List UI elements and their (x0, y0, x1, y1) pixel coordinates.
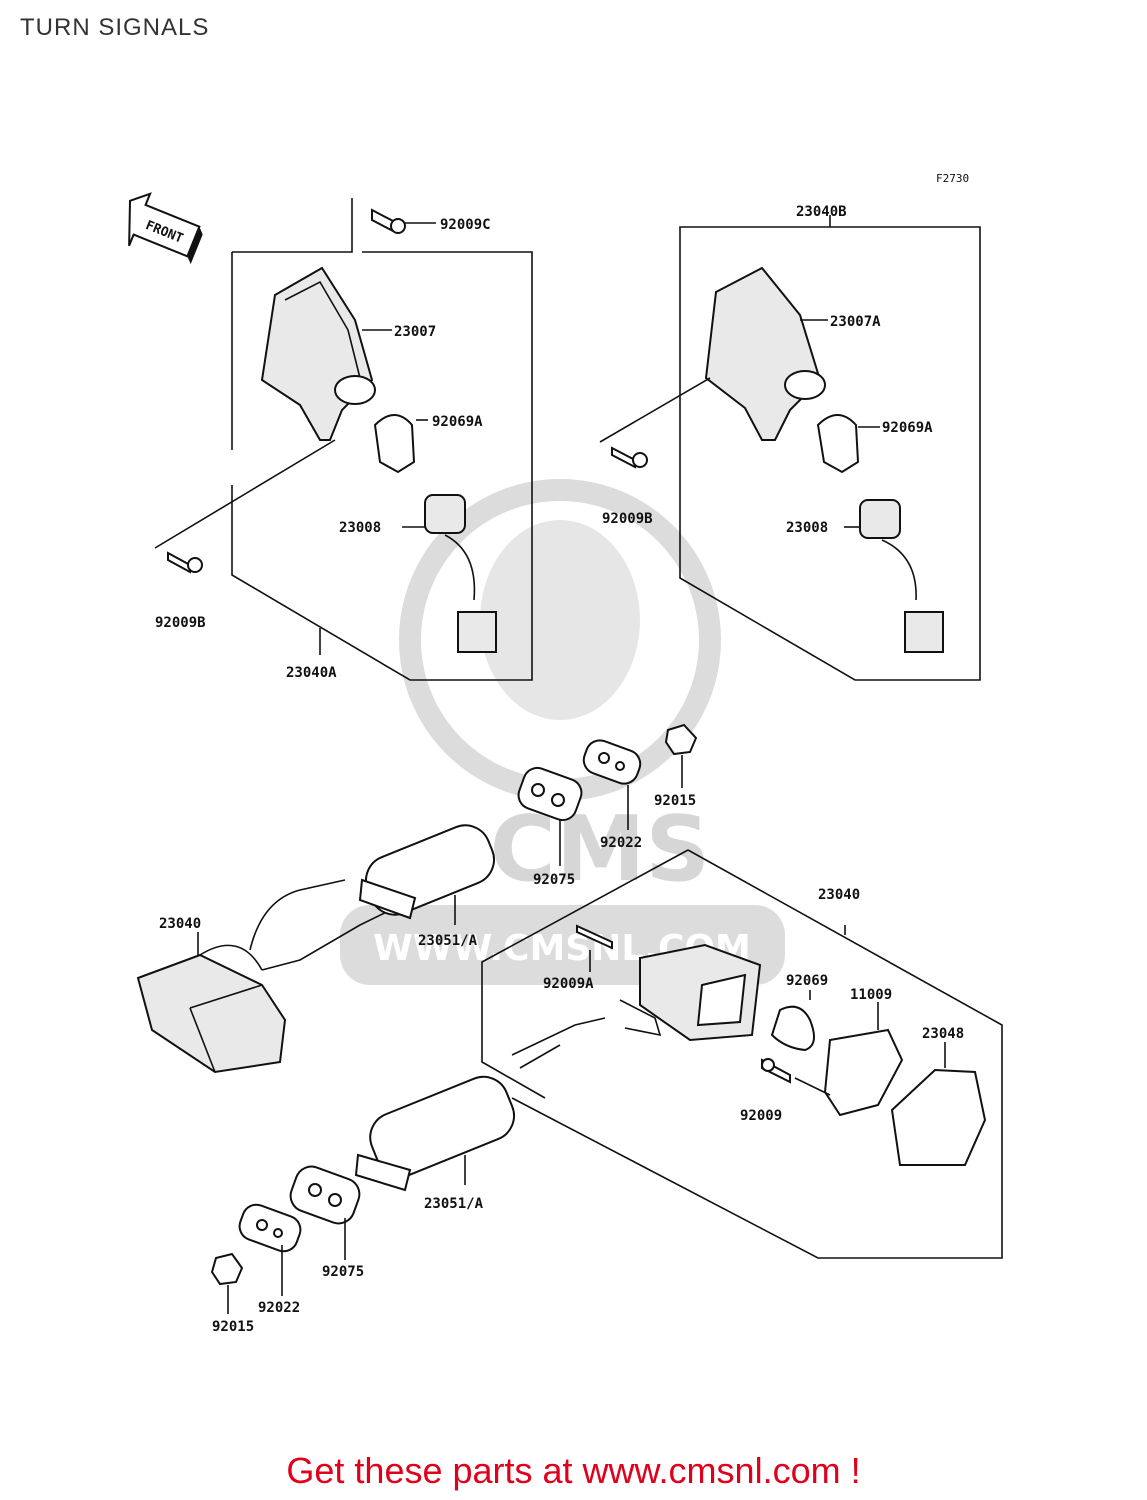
label-23008-left: 23008 (339, 520, 381, 536)
label-23040-left: 23040 (159, 916, 201, 932)
watermark-logo-text: CMS (490, 797, 710, 902)
label-92022-bottom: 92022 (258, 1300, 300, 1316)
label-92022-top: 92022 (600, 835, 642, 851)
label-92009A: 92009A (543, 976, 594, 992)
label-92009B-right: 92009B (602, 511, 653, 527)
parts-diagram: CMS WWW.CMSNL.COM F2730 FRONT (128, 172, 1003, 1335)
footer-link[interactable]: Get these parts at www.cmsnl.com ! (286, 1450, 861, 1491)
label-92009: 92009 (740, 1108, 782, 1124)
front-signal-left (136, 824, 495, 1074)
label-23007A: 23007A (830, 314, 881, 330)
label-23040-right: 23040 (818, 887, 860, 903)
assembly-23040B (599, 215, 981, 681)
front-arrow-icon: FRONT (128, 192, 203, 265)
label-92009C: 92009C (440, 217, 491, 233)
label-23040A: 23040A (286, 665, 337, 681)
spacers-top (517, 723, 698, 866)
label-23051A-top: 23051/A (418, 933, 478, 949)
figure-code: F2730 (936, 172, 969, 185)
label-92075-top: 92075 (533, 872, 575, 888)
assembly-23040A (154, 198, 533, 681)
label-92015-bottom: 92015 (212, 1319, 254, 1335)
label-23048: 23048 (922, 1026, 964, 1042)
label-92069: 92069 (786, 973, 828, 989)
label-92015-top: 92015 (654, 793, 696, 809)
label-92069A-left: 92069A (432, 414, 483, 430)
label-23008-right: 23008 (786, 520, 828, 536)
label-92009B-left: 92009B (155, 615, 206, 631)
label-23040B: 23040B (796, 204, 847, 220)
label-11009: 11009 (850, 987, 892, 1003)
label-23007: 23007 (394, 324, 436, 340)
label-23051A-bottom: 23051/A (424, 1196, 484, 1212)
front-signal-right (481, 849, 1003, 1259)
label-92075-bottom: 92075 (322, 1264, 364, 1280)
bottom-mount (210, 1075, 515, 1314)
label-92069A-right: 92069A (882, 420, 933, 436)
page-title: TURN SIGNALS (20, 14, 210, 41)
